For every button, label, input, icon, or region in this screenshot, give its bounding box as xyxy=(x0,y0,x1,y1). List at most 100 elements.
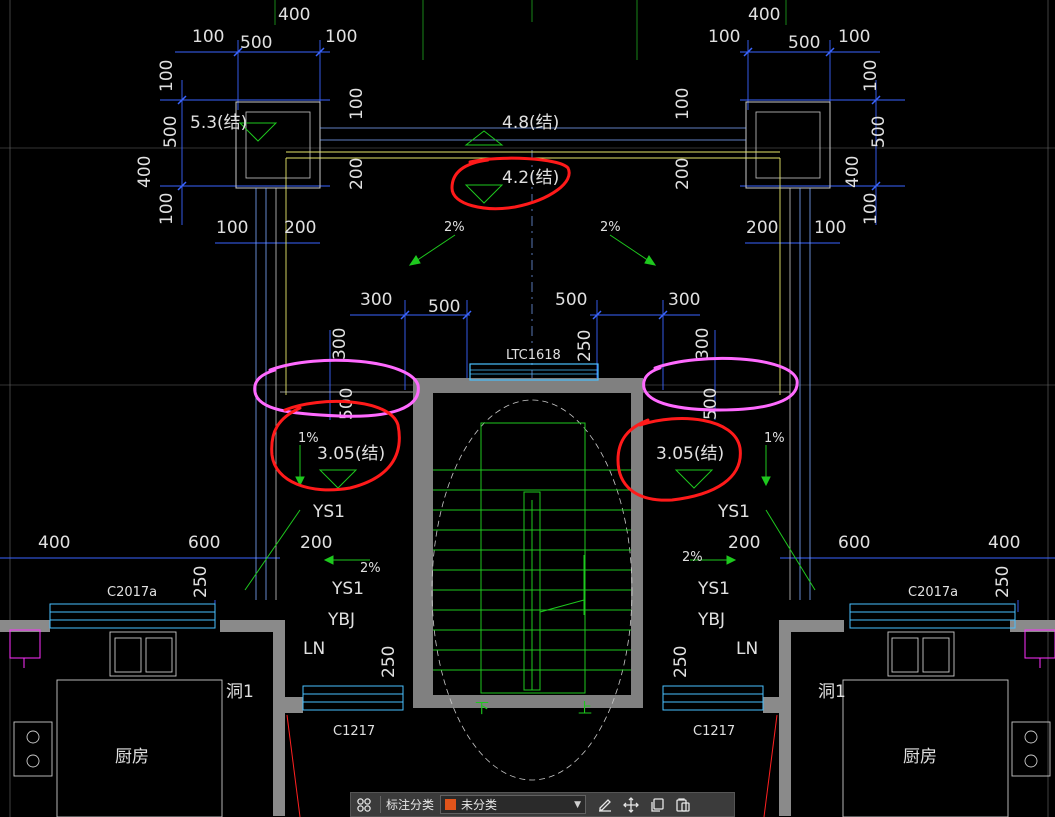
dim-text: 200 xyxy=(746,218,778,238)
red-markup-circle xyxy=(270,399,401,492)
dim-text: 250 xyxy=(993,566,1013,598)
dim-text: 400 xyxy=(135,156,155,188)
dim-text: 250 xyxy=(379,646,399,678)
window-label: C1217 xyxy=(333,724,375,739)
dim-text: 500 xyxy=(555,290,587,310)
dim-text: 100 xyxy=(673,88,693,120)
dim-text: 100 xyxy=(347,88,367,120)
dimension-ticks xyxy=(177,47,881,320)
room-label: 厨房 xyxy=(115,747,149,767)
move-icon[interactable] xyxy=(618,793,644,816)
dim-text: 100 xyxy=(216,218,248,238)
dim-text: 100 xyxy=(157,60,177,92)
annotation-category-select[interactable]: 未分类 ▼ xyxy=(440,795,587,814)
markup-annotations xyxy=(253,156,799,502)
stair-down-label: 下 xyxy=(475,701,489,717)
opening-label: 洞1 xyxy=(226,682,254,702)
level-text: 4.8(结) xyxy=(502,113,559,133)
category-color-swatch xyxy=(445,799,457,810)
toolbar-separator xyxy=(380,796,381,813)
window-label: C1217 xyxy=(693,724,735,739)
slope-text: 2% xyxy=(360,561,381,576)
dim-text: 500 xyxy=(161,116,181,148)
pipe-label: YBJ xyxy=(327,610,355,630)
dim-text: 300 xyxy=(330,328,350,360)
room-label: 厨房 xyxy=(903,747,937,767)
red-lines xyxy=(286,714,778,817)
pipe-label: YS1 xyxy=(331,579,364,599)
annotation-toolbar: 标注分类 未分类 ▼ xyxy=(350,792,735,817)
dim-text: 500 xyxy=(701,388,721,420)
dim-text: 200 xyxy=(728,533,760,553)
slope-text: 2% xyxy=(444,220,465,235)
edit-icon[interactable] xyxy=(592,793,618,816)
dim-text: 100 xyxy=(814,218,846,238)
windows xyxy=(49,603,1016,711)
dim-text: 200 xyxy=(300,533,332,553)
window-label: LTC1618 xyxy=(506,348,561,363)
dim-text: 250 xyxy=(671,646,691,678)
pipe-label: YBJ xyxy=(697,610,725,630)
dim-text: 600 xyxy=(838,533,870,553)
level-text: 5.3(结) xyxy=(190,113,247,133)
dim-text: 250 xyxy=(575,330,595,362)
dim-text: 200 xyxy=(284,218,316,238)
dim-text: 200 xyxy=(673,158,693,190)
pink-markup-ellipse xyxy=(253,358,420,418)
dim-text: 100 xyxy=(708,27,740,47)
pipe-label: LN xyxy=(303,639,325,659)
dim-text: 100 xyxy=(838,27,870,47)
dim-text: 300 xyxy=(668,290,700,310)
stair-up-label: 上 xyxy=(578,701,592,717)
stair-well xyxy=(413,363,643,781)
green-axis-lines xyxy=(274,0,787,60)
dim-text: 500 xyxy=(337,388,357,420)
dim-text: 300 xyxy=(693,328,713,360)
slope-text: 1% xyxy=(298,431,319,446)
dim-text: 400 xyxy=(38,533,70,553)
level-text: 3.05(结) xyxy=(656,444,724,464)
pipe-label: YS1 xyxy=(697,579,730,599)
level-text: 3.05(结) xyxy=(317,444,385,464)
pipe-label: YS1 xyxy=(312,502,345,522)
dimension-lines xyxy=(0,40,1055,612)
slope-arrows xyxy=(238,122,816,591)
dim-text: 500 xyxy=(428,297,460,317)
paste-icon[interactable] xyxy=(670,793,696,816)
category-select-value: 未分类 xyxy=(461,798,498,812)
dim-text: 250 xyxy=(191,566,211,598)
copy-icon[interactable] xyxy=(644,793,670,816)
slope-text: 1% xyxy=(764,431,785,446)
dim-text: 400 xyxy=(278,5,310,25)
pipe-label: LN xyxy=(736,639,758,659)
level-text: 4.2(结) xyxy=(502,168,559,188)
grid-icon[interactable] xyxy=(351,793,377,816)
slope-text: 2% xyxy=(600,220,621,235)
annotation-category-label: 标注分类 xyxy=(386,798,435,812)
dim-text: 100 xyxy=(157,193,177,225)
opening-label: 洞1 xyxy=(818,682,846,702)
window-label: C2017a xyxy=(908,585,958,600)
pink-markup-ellipse xyxy=(642,356,799,412)
dim-text: 400 xyxy=(748,5,780,25)
dim-text: 400 xyxy=(988,533,1020,553)
pipe-label: YS1 xyxy=(717,502,750,522)
red-markup-circle xyxy=(450,156,571,211)
window-label: C2017a xyxy=(107,585,157,600)
dim-text: 500 xyxy=(788,33,820,53)
dim-text: 100 xyxy=(861,60,881,92)
red-markup-circle xyxy=(616,417,742,502)
dim-text: 300 xyxy=(360,290,392,310)
dim-text: 200 xyxy=(347,158,367,190)
bottom-walls xyxy=(0,620,1055,816)
chevron-down-icon: ▼ xyxy=(574,799,582,810)
dim-text: 500 xyxy=(240,33,272,53)
dim-text: 100 xyxy=(325,27,357,47)
dim-text: 100 xyxy=(861,193,881,225)
kitchen-outlines xyxy=(13,631,1051,817)
slope-text: 2% xyxy=(682,550,703,565)
magenta-fixtures xyxy=(9,629,1055,668)
dim-text: 500 xyxy=(869,116,889,148)
